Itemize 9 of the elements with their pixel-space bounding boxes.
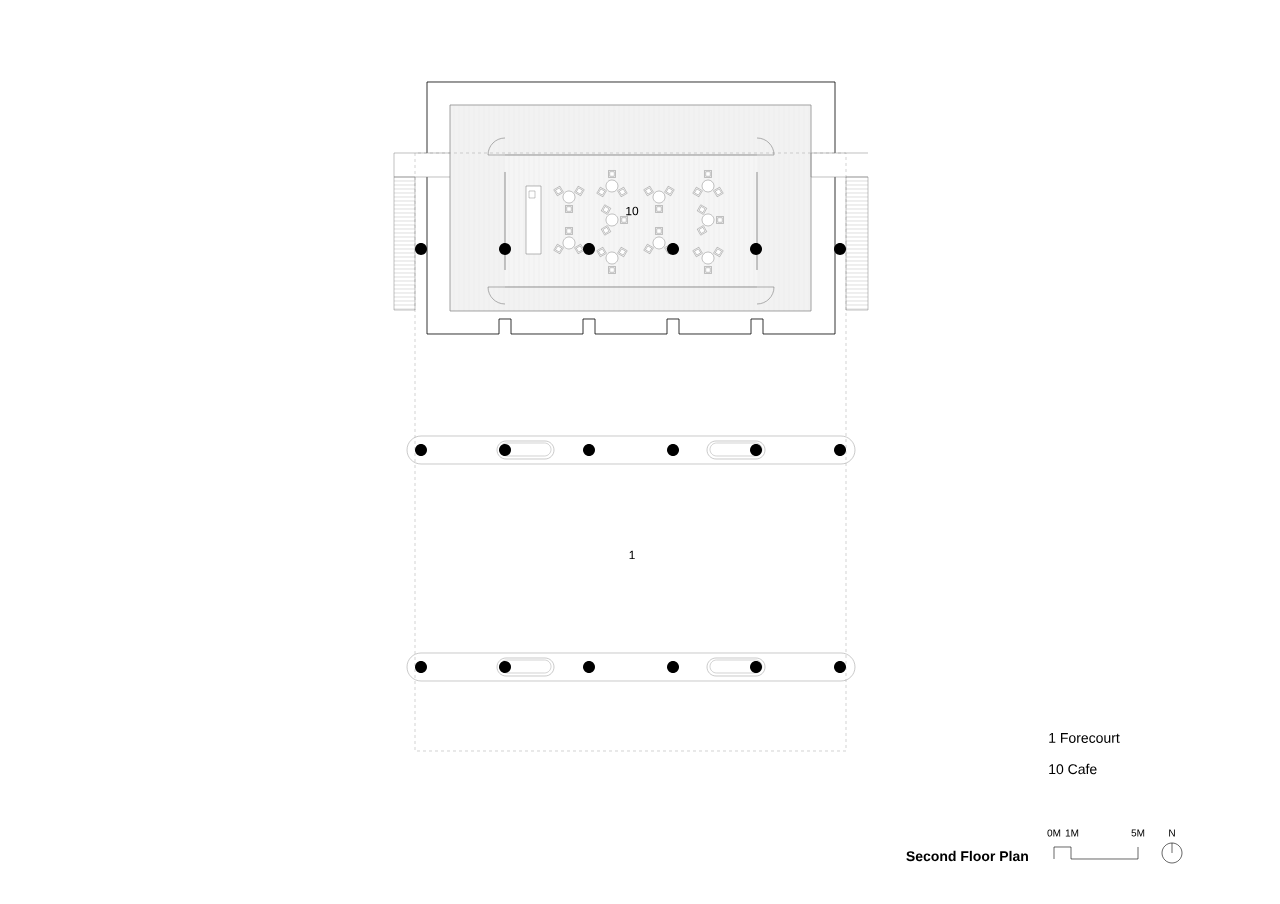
room-key-text: 10 Cafe <box>1049 763 1097 775</box>
scale-label: 1M <box>1065 829 1079 837</box>
scale-label: 5M <box>1131 829 1145 837</box>
room-number: 10 <box>626 206 639 216</box>
scale-label: 0M <box>1047 829 1061 837</box>
drawing-title: Second Floor Plan <box>906 850 1028 862</box>
room-number: 1 <box>629 550 635 560</box>
room-key-text: 1 Forecourt <box>1049 733 1120 743</box>
north-label: N <box>1169 829 1175 837</box>
